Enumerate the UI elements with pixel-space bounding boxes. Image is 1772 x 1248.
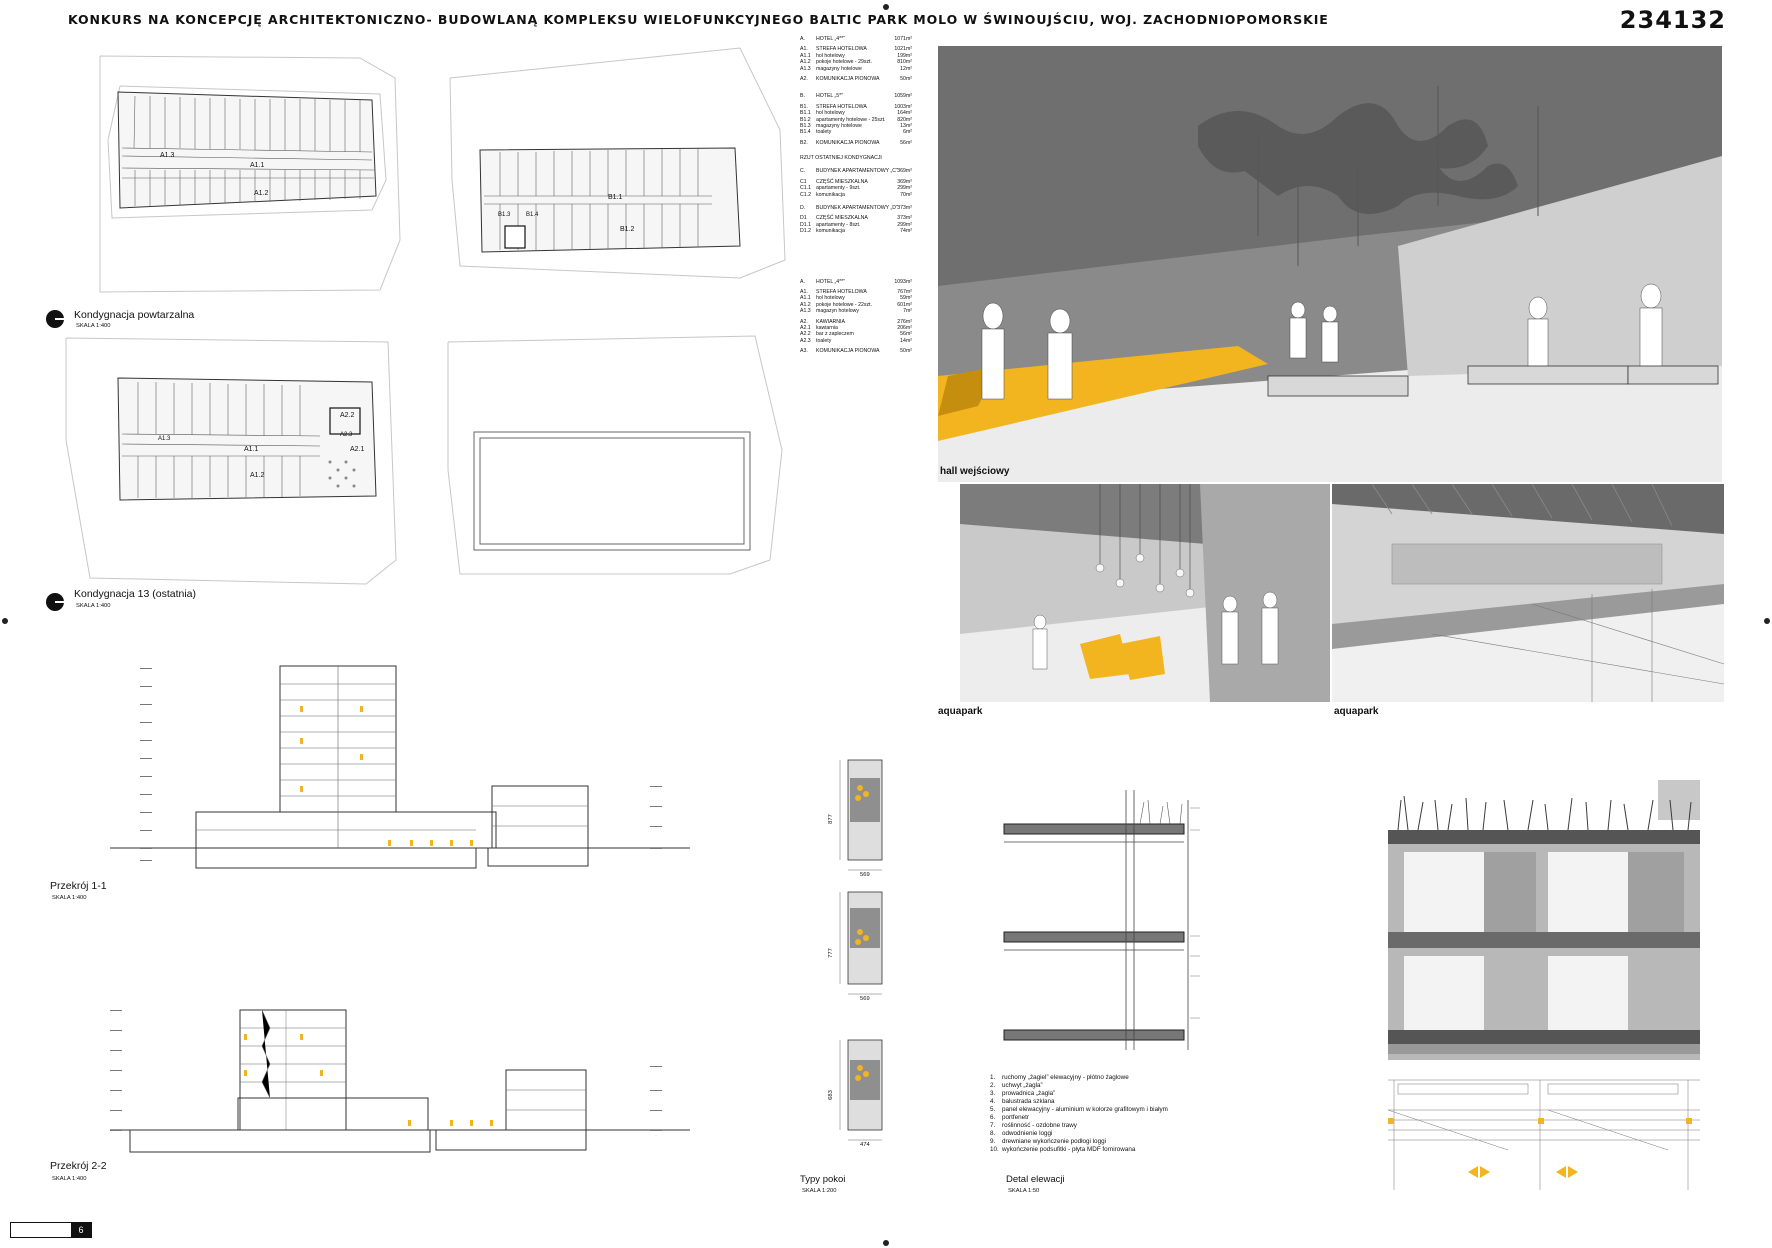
render-hall	[938, 46, 1722, 482]
schedule-row: B.HOTEL „5*”1059m²	[800, 93, 912, 100]
page-number-box: 6	[10, 1222, 92, 1238]
render-hall-caption: hall wejściowy	[940, 466, 1010, 477]
page-number: 6	[71, 1223, 91, 1237]
plan-top-scale: SKALA 1:400	[76, 603, 111, 609]
section-2-label: Przekrój 2-2	[50, 1160, 107, 1172]
section-1-scale: SKALA 1:400	[52, 895, 87, 901]
facade-label: Detal elewacji	[1006, 1174, 1065, 1185]
legend-item: 4.balustrada szklana	[990, 1098, 1055, 1105]
plan-typical-scale: SKALA 1:400	[76, 323, 111, 329]
room-dim: 474	[860, 1142, 870, 1148]
section-marker-icon	[46, 310, 65, 328]
room-types-label: Typy pokoi	[800, 1174, 846, 1185]
entry-code: 234132	[1619, 6, 1726, 34]
section-marker-icon	[46, 593, 65, 611]
room-label: B1.3	[498, 212, 511, 218]
render-aquapark-2	[1332, 483, 1725, 702]
legend-item: 9.drewniane wykończenie podłogi loggi	[990, 1138, 1106, 1145]
legend-item: 2.uchwyt „żagla”	[990, 1082, 1043, 1089]
room-label: A1.2	[250, 472, 265, 479]
facade-legend: 1.ruchomy „żagiel” elewacyjny - płótno ż…	[990, 1074, 1168, 1154]
room-label: B1.2	[620, 226, 635, 233]
legend-item: 1.ruchomy „żagiel” elewacyjny - płótno ż…	[990, 1074, 1129, 1081]
room-label: A2.3	[340, 432, 353, 438]
facade-elevation	[1387, 780, 1700, 1190]
room-label: A1.3	[160, 152, 175, 159]
render-aquapark-2-caption: aquapark	[1334, 706, 1379, 717]
registration-mark	[883, 4, 889, 10]
section-2-scale: SKALA 1:400	[52, 1176, 87, 1182]
room-label: A2.1	[350, 446, 365, 453]
schedule-note: RZUT OSTATNIEJ KONDYGNACJI	[800, 155, 882, 162]
schedule-row: A.HOTEL „4**”1071m²	[800, 36, 912, 42]
legend-item: 8.odwodnienie loggi	[990, 1130, 1053, 1137]
legend-item: 6.portfenetr	[990, 1114, 1029, 1121]
plan-top-label: Kondygnacja 13 (ostatnia)	[74, 588, 196, 600]
render-aquapark-1-caption: aquapark	[938, 706, 983, 717]
room-dim: 569	[860, 996, 870, 1002]
schedule-row: D.BUDYNEK APARTAMENTOWY „D”373m²	[800, 205, 912, 212]
sheet-title: KONKURS NA KONCEPCJĘ ARCHITEKTONICZNO- B…	[68, 12, 1329, 27]
render-aquapark-1	[960, 484, 1330, 702]
section-1-label: Przekrój 1-1	[50, 880, 107, 892]
schedule-row: A.HOTEL „4**”1093m²	[800, 278, 912, 285]
legend-item: 5.panel elewacyjny - aluminium w kolorze…	[990, 1106, 1168, 1113]
legend-item: 3.prowadnica „żagla”	[990, 1090, 1056, 1097]
room-label: A1.1	[244, 446, 259, 453]
plan-typical-label: Kondygnacja powtarzalna	[74, 309, 195, 321]
schedule-row: C.BUDYNEK APARTAMENTOWY „C”369m²	[800, 168, 912, 175]
legend-item: 10.wykończenie podsufitki - płyta MDF fo…	[990, 1146, 1136, 1153]
room-label: A2.2	[340, 412, 355, 419]
room-label: B1.1	[608, 194, 623, 201]
registration-mark	[1764, 618, 1770, 624]
facade-scale: SKALA 1:50	[1008, 1188, 1040, 1194]
room-label: B1.4	[526, 212, 539, 218]
room-label: A1.2	[254, 190, 269, 197]
room-label: A1.3	[158, 436, 171, 442]
legend-item: 7.roślinność - ozdobne trawy	[990, 1122, 1077, 1129]
registration-mark	[883, 1240, 889, 1246]
room-dim: 569	[860, 872, 870, 878]
room-types-scale: SKALA 1:200	[802, 1188, 837, 1194]
registration-mark	[2, 618, 8, 624]
room-label: A1.1	[250, 162, 265, 169]
